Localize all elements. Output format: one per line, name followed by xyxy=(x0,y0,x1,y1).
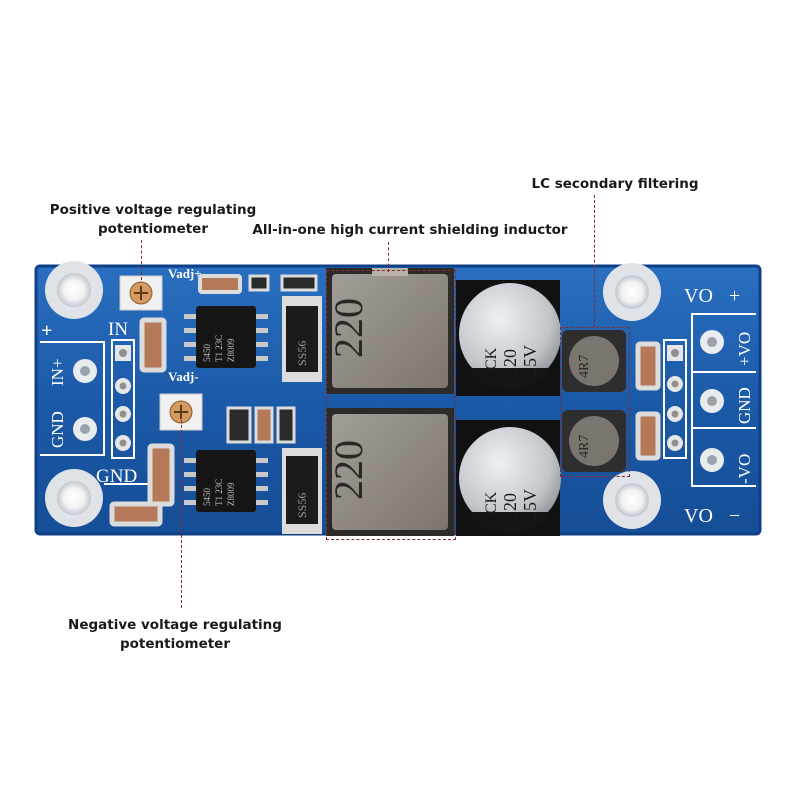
svg-text:220: 220 xyxy=(326,298,371,358)
svg-text:T1 23C: T1 23C xyxy=(214,335,224,362)
positive-potentiometer xyxy=(119,275,163,311)
inductor-callout: All-in-one high current shielding induct… xyxy=(252,222,568,238)
lc-filter-highlight-box xyxy=(560,327,630,477)
svg-text:25V: 25V xyxy=(520,489,540,520)
svg-text:SS56: SS56 xyxy=(295,341,309,366)
shielded-inductor-upper: 220 xyxy=(326,268,454,394)
in-label: IN xyxy=(108,319,128,340)
electrolytic-capacitor-upper: CK 220 25V xyxy=(456,280,561,396)
input-terminal xyxy=(40,341,105,456)
lc-filter-callout: LC secondary filtering xyxy=(531,176,699,192)
shielded-inductor-lower: 220 xyxy=(326,408,454,536)
filter-inductor-lower: 4R7 xyxy=(562,410,626,472)
svg-text:Z8009: Z8009 xyxy=(226,482,236,506)
svg-text:220: 220 xyxy=(326,440,371,500)
filter-inductor-upper: 4R7 xyxy=(562,330,626,392)
positive-pot-leader-line xyxy=(141,240,142,280)
svg-text:SS56: SS56 xyxy=(295,493,309,518)
in-plus-terminal-label: IN+ xyxy=(48,358,67,386)
negative-pot-callout-line1: Negative voltage regulating xyxy=(68,617,282,633)
smd-capacitors xyxy=(109,274,661,527)
plus-label: + xyxy=(41,320,52,342)
ic-upper: 5450 T1 23C Z8009 xyxy=(184,306,268,368)
positive-pot-callout-line2: potentiometer xyxy=(97,221,208,237)
lc-filter-leader-line xyxy=(594,195,595,327)
out-plus-vo-label: +VO xyxy=(735,332,754,366)
electrolytic-capacitor-lower: CK 220 25V xyxy=(456,420,561,536)
gnd-label: GND xyxy=(96,466,137,487)
out-gnd-label: GND xyxy=(735,387,754,424)
svg-text:CK: CK xyxy=(483,491,500,514)
positive-pot-callout-line1: Positive voltage regulating xyxy=(49,202,257,218)
vo-minus-label: VO− xyxy=(684,505,740,527)
vadj-minus-label: Vadj- xyxy=(168,369,199,384)
svg-text:Z8009: Z8009 xyxy=(226,338,236,362)
negative-pot-callout-line2: potentiometer xyxy=(119,636,230,652)
svg-text:5450: 5450 xyxy=(202,344,212,363)
in-gnd-terminal-label: GND xyxy=(48,411,67,448)
svg-text:CK: CK xyxy=(483,347,500,370)
svg-text:25V: 25V xyxy=(520,345,540,376)
svg-text:T1 23C: T1 23C xyxy=(214,479,224,506)
negative-pot-leader-line xyxy=(181,420,182,608)
positive-pot-callout: Positive voltage regulating potentiomete… xyxy=(40,201,266,239)
ic-lower: 5450 T1 23C Z8009 xyxy=(184,450,268,512)
inductor-leader-line xyxy=(388,242,389,272)
vo-plus-label: VO+ xyxy=(684,285,740,307)
negative-pot-callout: Negative voltage regulating potentiomete… xyxy=(60,616,290,654)
vadj-plus-label: Vadj+ xyxy=(168,266,202,281)
output-terminal xyxy=(691,313,756,487)
inductor-highlight-box xyxy=(326,270,456,540)
mounting-holes xyxy=(45,261,661,529)
svg-text:220: 220 xyxy=(500,493,520,520)
svg-text:220: 220 xyxy=(500,349,520,376)
svg-text:4R7: 4R7 xyxy=(577,355,592,378)
svg-text:4R7: 4R7 xyxy=(577,435,592,458)
diode-upper: SS56 xyxy=(282,296,322,382)
out-minus-vo-label: -VO xyxy=(735,454,754,484)
diode-lower: SS56 xyxy=(282,448,322,534)
svg-text:5450: 5450 xyxy=(202,488,212,507)
